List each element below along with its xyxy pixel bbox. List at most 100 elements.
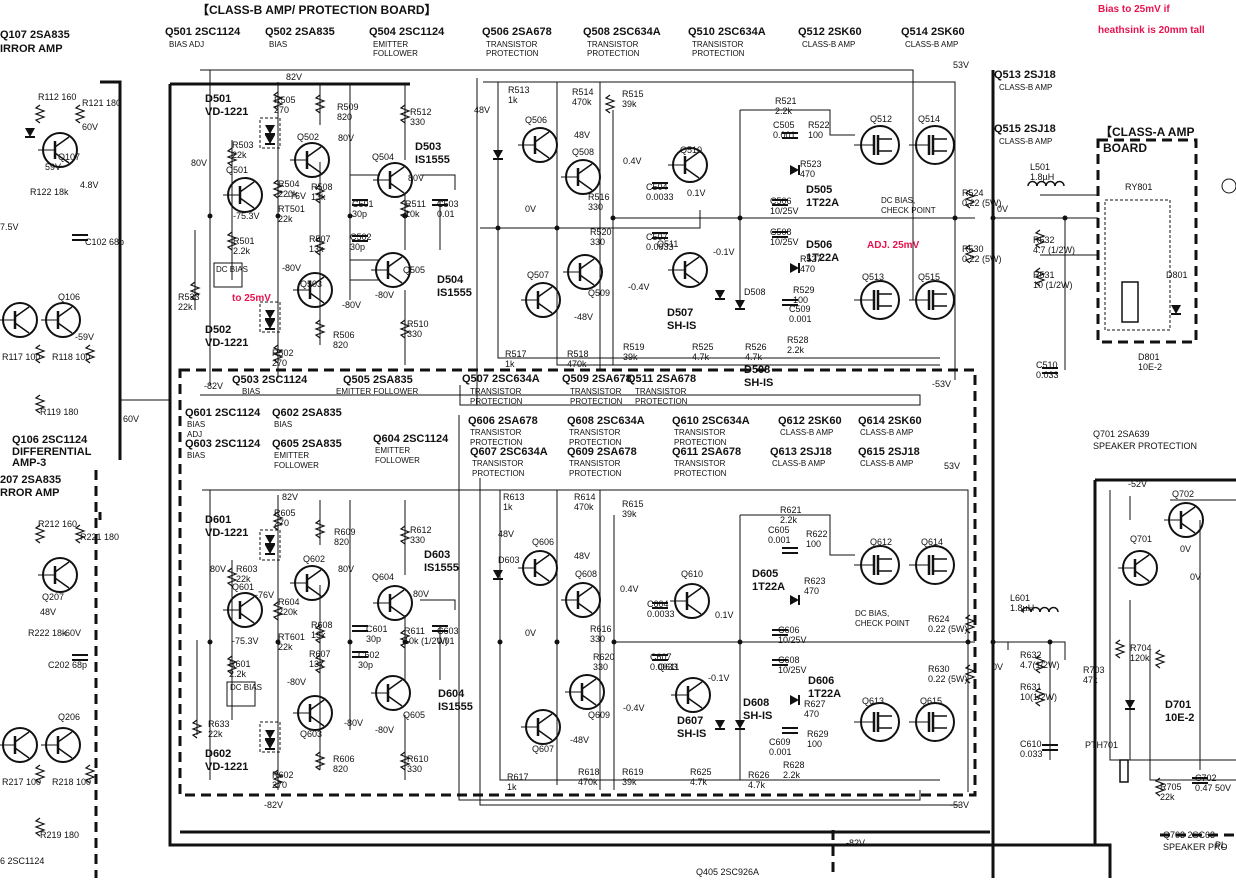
semiconductor-label: 1T22A [806, 252, 839, 264]
resistor-symbol [1154, 777, 1166, 797]
semiconductor-label: Q606 [532, 537, 554, 547]
left-edge-label: 7.5V [0, 222, 19, 232]
resistor-symbol [272, 769, 284, 789]
voltage-label: -53V [932, 379, 951, 389]
voltage-label: 0.4V [623, 156, 642, 166]
component-value-label: 2.2k [229, 669, 247, 679]
resistor-symbol [84, 764, 96, 784]
header-transistor-ref: Q507 2SC634A [462, 373, 540, 385]
component-value-label: 22k [236, 574, 251, 584]
transistor-symbol-collector [534, 554, 550, 566]
transistor-symbol-collector [306, 146, 322, 158]
component-value-label: 1k [503, 502, 513, 512]
diode-symbol [493, 150, 503, 159]
transistor-symbol-emitter [54, 577, 70, 589]
semiconductor-label: Q514 [918, 114, 940, 124]
resistor-symbol [189, 281, 201, 301]
semiconductor-label: Q614 [921, 537, 943, 547]
semiconductor-label: D603 [498, 555, 520, 565]
class-a-board-label: 【CLASS-A AMP [1100, 124, 1194, 139]
component-value-label: R609 [334, 527, 356, 537]
component-value-label: R620 [593, 652, 615, 662]
component-value-label: 30p [358, 660, 373, 670]
transistor-symbol-collector [389, 166, 405, 178]
component-value-label: R502 [272, 348, 294, 358]
voltage-label: 82V [282, 492, 298, 502]
component-value-label: R622 [806, 529, 828, 539]
voltage-label: 80V [191, 158, 207, 168]
component-value-label: 13k [309, 659, 324, 669]
voltage-label: -53V [950, 800, 969, 810]
header-transistor-desc: EMITTER FOLLOWER [336, 387, 418, 396]
header-transistor-ref: Q511 2SA678 [627, 373, 696, 385]
diode-symbol [265, 730, 275, 739]
component-value-label: 0.01 [437, 209, 455, 219]
transistor-symbol-emitter [389, 182, 405, 194]
header-transistor-ref: Q610 2SC634A [672, 415, 750, 427]
component-value-label: R613 [503, 492, 525, 502]
semiconductor-label: Q701 [1130, 534, 1152, 544]
semiconductor-label: Q604 [372, 572, 394, 582]
wire-junction [990, 639, 996, 645]
header-transistor-desc: TRANSISTOR [570, 387, 622, 396]
header-transistor-ref: Q607 2SC634A [470, 446, 548, 458]
voltage-label: -80V [344, 718, 363, 728]
board-outlines [94, 70, 1236, 878]
semiconductor-label: Q605 [403, 710, 425, 720]
header-transistor-ref: Q602 2SA835 [272, 407, 342, 419]
resistor-symbol [964, 614, 976, 634]
voltage-label: -80V [342, 300, 361, 310]
component-value-label: R525 [692, 342, 714, 352]
semiconductor-label: CHECK POINT [881, 206, 936, 215]
diode-symbol [493, 570, 503, 579]
left-edge-label: Q106 [58, 292, 80, 302]
component-value-label: 0.0033 [650, 662, 678, 672]
transistor-symbol-emitter [14, 747, 30, 759]
component-value-label: 0.001 [773, 130, 796, 140]
component-value-label: R704 [1130, 643, 1152, 653]
component-value-label: 2.2k [775, 106, 793, 116]
component-value-label: R501 [233, 236, 255, 246]
component-value-label: 4.7k [748, 780, 766, 790]
component-value-label: 330 [590, 634, 605, 644]
transistor-symbol-collector [57, 731, 73, 743]
resistor-symbol [399, 751, 411, 771]
wire-junction [952, 215, 958, 221]
left-edge-label: AMP-3 [12, 457, 46, 469]
semiconductor-label: D508 [744, 364, 770, 376]
header-transistor-desc: EMITTER [274, 451, 309, 460]
voltage-label: -48V [570, 735, 589, 745]
component-value-label: 0.033 [1020, 749, 1043, 759]
component-value-label: 39k [623, 352, 638, 362]
resistor-symbol [964, 189, 976, 209]
component-value-label: 22k [208, 729, 223, 739]
resistor-symbol [74, 524, 86, 544]
component-value-label: 30p [366, 634, 381, 644]
transistor-symbol-emitter [387, 272, 403, 284]
component-value-label: 4.7k [690, 777, 708, 787]
resistor-symbol [34, 394, 46, 414]
header-transistor-ref: Q605 2SA835 [272, 438, 342, 450]
component-value-label: 22k [1160, 792, 1175, 802]
header-transistor-desc: TRANSISTOR [635, 387, 687, 396]
voltage-label: -76V [255, 590, 274, 600]
header-transistor-ref: Q606 2SA678 [468, 415, 538, 427]
component-value-label: R618 [578, 767, 600, 777]
semiconductor-label: Q515 [918, 272, 940, 282]
voltage-label: 0.4V [620, 584, 639, 594]
semiconductor-label: D502 [205, 324, 231, 336]
semiconductor-label: Q511 [657, 239, 678, 249]
left-edge-label: Q207 [42, 592, 64, 602]
diode-symbol [25, 128, 35, 137]
semiconductor-label: DC BIAS [230, 683, 262, 692]
component-value-label: R508 [311, 182, 333, 192]
header-transistor-ref: Q508 2SC634A [583, 26, 661, 38]
component-value-label: R631 [1020, 682, 1042, 692]
component-value-label: RT601 [278, 632, 305, 642]
component-value-label: 330 [593, 662, 608, 672]
component-value-label: R628 [783, 760, 805, 770]
voltage-label: -0.1V [708, 673, 730, 683]
transistor-symbol-collector [14, 306, 30, 318]
